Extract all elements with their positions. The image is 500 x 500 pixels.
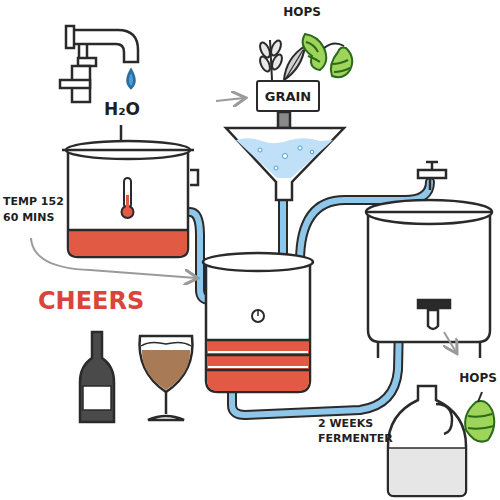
- node-text: GRAIN: [265, 89, 311, 104]
- hops-label: HOPS: [283, 6, 321, 19]
- funnel: [226, 112, 344, 200]
- hops-cone: [465, 392, 494, 442]
- process-arrow: [216, 98, 244, 101]
- beer-glass: [140, 336, 193, 420]
- grain-hopper-box: GRAIN: [256, 80, 320, 112]
- growler-jug: [388, 386, 466, 496]
- kettle: [62, 141, 198, 257]
- fermenter-label: FERMENTER: [318, 433, 393, 445]
- fermenter-tank: [366, 162, 492, 358]
- mash-vessel: [203, 253, 313, 392]
- temperature-label: TEMP 152: [3, 196, 64, 208]
- faucet: [60, 26, 138, 102]
- cheers-title: CHEERS: [38, 288, 144, 314]
- time-label: 60 MINS: [3, 212, 54, 224]
- beer-bottle: [80, 332, 114, 422]
- water-label: H₂O: [104, 100, 140, 119]
- hops-cones: [303, 34, 353, 77]
- duration-label: 2 WEEKS: [318, 418, 373, 430]
- grain-icons: [258, 39, 305, 80]
- pot-handle: [120, 125, 123, 140]
- hops-label: HOPS: [459, 372, 497, 385]
